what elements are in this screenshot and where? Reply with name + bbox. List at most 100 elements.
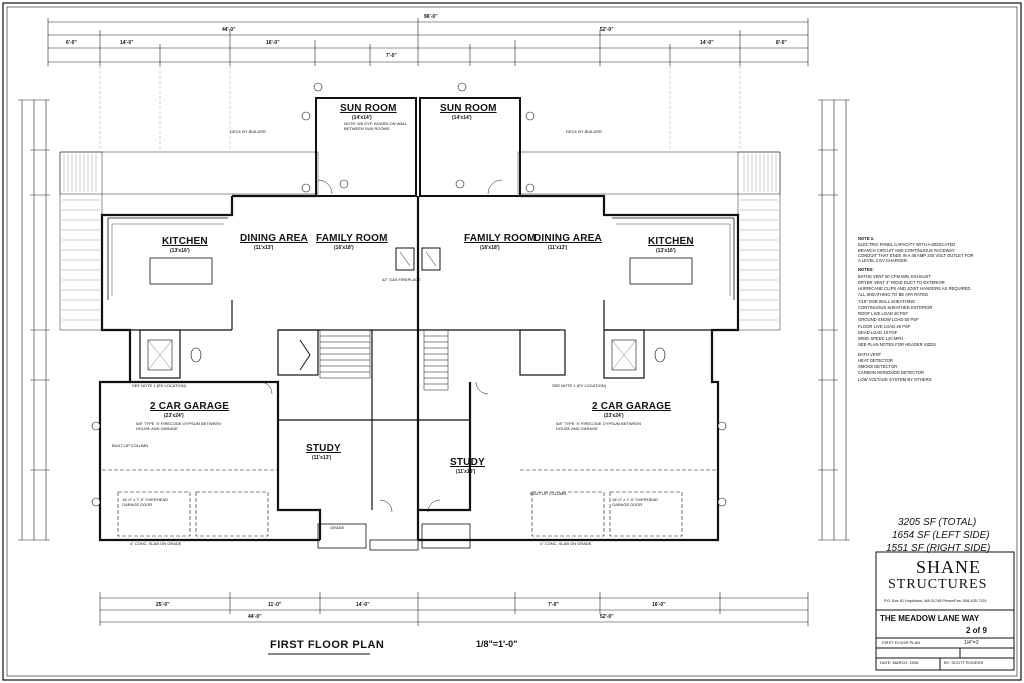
left-study-dim: (11'x13') [312, 455, 332, 461]
entry-steps [317, 523, 471, 551]
note-item: BATHS VENT 50 CFM MIN. EXHAUST [858, 273, 931, 279]
kitchen-islands [107, 217, 735, 300]
fireplaces [395, 247, 441, 271]
note-item: DRYER VENT 4" RIGID DUCT TO EXTERIOR [858, 279, 945, 285]
left-dining-dim: (11'x13') [254, 245, 274, 251]
right-family-label: FAMILY ROOM [464, 233, 536, 244]
left-slab-note: 4" CONC. SLAB ON GRADE [130, 541, 182, 546]
dim-bottom-right: 52'-0" [600, 614, 614, 620]
right-unit-walls [418, 194, 740, 542]
fireplace-note: 42" GAS FIREPLACE [382, 277, 421, 282]
dim-top-f: 8'-0" [776, 40, 787, 46]
sheet-title: FIRST FLOOR PLAN [882, 640, 920, 645]
left-deck-note: DECK BY BUILDER [230, 129, 266, 134]
right-dimension-lines [818, 99, 850, 541]
right-garage-door-note: 16'-0" x 7'-0" OVERHEAD GARAGE DOOR [612, 497, 658, 507]
dim-left-width: 44'-0" [222, 27, 236, 33]
left-garage-door-note: 16'-0" x 7'-0" OVERHEAD GARAGE DOOR [122, 497, 168, 507]
right-dining-dim: (11'x13') [548, 245, 568, 251]
right-column-note: BUILT-UP COLUMN [530, 491, 567, 496]
right-dining-label: DINING AREA [534, 233, 602, 244]
right-garage-separation-note: 5/8" TYPE 'X' FIRECODE GYPSUM BETWEEN HO… [556, 421, 641, 431]
dim-bottom-e: 16'-0" [652, 602, 666, 608]
left-garage-separation-note: 5/8" TYPE 'X' FIRECODE GYPSUM BETWEEN HO… [136, 421, 221, 431]
right-garage-ev-note: SEE NOTE 1 (EV LOCATION) [552, 383, 606, 388]
area-total: 3205 SF (TOTAL) [898, 517, 977, 528]
company-name: SHANE [916, 557, 982, 577]
title-block-frame [875, 551, 1015, 671]
sheet-scale: 1/4"=1' [964, 640, 980, 646]
right-sun-room-dim: (14'x14') [452, 115, 472, 121]
bottom-dimension-lines [99, 592, 809, 626]
note-item: DEAD LOAD 10 PSF [858, 329, 898, 335]
note1-title: NOTE 1: [858, 236, 875, 241]
left-kitchen-dim: (13'x16') [170, 248, 190, 254]
left-family-dim: (16'x18') [334, 245, 354, 251]
company-name-2: STRUCTURES [888, 577, 988, 592]
dim-bottom-left: 44'-0" [248, 614, 262, 620]
area-left: 1654 SF (LEFT SIDE) [892, 530, 990, 541]
garage-doors [102, 469, 716, 537]
right-garage-dim: (23'x24') [604, 413, 624, 419]
left-column-note: BUILT-UP COLUMN [112, 443, 149, 448]
right-family-dim: (16'x18') [480, 245, 500, 251]
dim-bottom-b: 11'-0" [268, 602, 282, 608]
sheet-number: 2 of 9 [966, 626, 987, 635]
note-item: FLOOR LIVE LOAD 40 PSF [858, 323, 911, 329]
company-address: P.O. Box 81 Hopkinton, MA 01748 Phone/Fa… [884, 599, 987, 603]
sun-room-note: NOTE: 5/8 GYP. BOARD ON WALL BETWEEN SUN… [344, 121, 408, 131]
left-family-label: FAMILY ROOM [316, 233, 388, 244]
project-name: THE MEADOW LANE WAY [880, 614, 980, 623]
sun-room-walls [315, 97, 521, 197]
dim-top-e: 7'-0" [386, 53, 397, 59]
note-item: HURRICANE CLIPS AND JOIST HANGERS AS REQ… [858, 286, 971, 291]
bath-fixtures [147, 339, 666, 371]
right-kitchen-dim: (13'x16') [656, 248, 676, 254]
legend-item: BATH VENT [858, 351, 882, 357]
left-dimension-lines [18, 99, 50, 541]
left-garage-label: 2 CAR GARAGE [150, 401, 230, 412]
left-kitchen-label: KITCHEN [162, 236, 208, 247]
dim-bottom-d: 7'-0" [548, 602, 559, 608]
dim-overall: 96'-0" [424, 14, 438, 20]
note1-text: ELECTRIC PANEL CAPACITY WITH A DEDICATED… [858, 242, 974, 263]
dim-right-width: 52'-0" [600, 27, 614, 33]
general-notes: NOTE 1: ELECTRIC PANEL CAPACITY WITH A D… [858, 236, 974, 383]
deck-hatching [62, 154, 778, 321]
plan-scale: 1/8"=1'-0" [476, 639, 518, 649]
right-study-dim: (11'x13') [456, 469, 476, 475]
dim-top-a: 14'-0" [120, 40, 134, 46]
legend-item: SMOKE DETECTOR [858, 364, 898, 369]
right-slab-note: 4" CONC. SLAB ON GRADE [540, 541, 592, 546]
right-kitchen-label: KITCHEN [648, 236, 694, 247]
area-right: 1551 SF (RIGHT SIDE) [886, 543, 991, 554]
right-deck-note: DECK BY BUILDER [566, 129, 602, 134]
note-item: GROUND SNOW LOAD 50 PSF [858, 317, 919, 323]
top-dimension-lines [47, 18, 809, 66]
plan-title: FIRST FLOOR PLAN [270, 639, 385, 651]
stairs [299, 329, 449, 391]
left-study-label: STUDY [306, 443, 341, 454]
dim-top-d: 6'-0" [66, 40, 77, 46]
dim-bottom-a: 25'-0" [156, 602, 170, 608]
legend-item: CARBON MONOXIDE DETECTOR [858, 370, 924, 376]
dim-bottom-c: 14'-0" [356, 602, 370, 608]
left-garage-dim: (23'x24') [164, 413, 184, 419]
note-item: ROOF LIVE LOAD 20 PSF [858, 311, 909, 316]
left-dining-label: DINING AREA [240, 233, 308, 244]
column-tags [91, 82, 727, 507]
right-study-label: STUDY [450, 457, 485, 468]
sheet-drawn-by: BY: SCOTT ROGERS [944, 660, 984, 665]
left-sun-room-label: SUN ROOM [340, 103, 397, 114]
dim-top-c: 14'-0" [700, 40, 714, 46]
door-swings [259, 179, 503, 513]
grade-note: GRADE [330, 525, 345, 530]
note-item: CONTINUOUS SHEATHED EXTERIOR [858, 304, 933, 310]
right-garage-label: 2 CAR GARAGE [592, 401, 672, 412]
grid-lines [99, 66, 741, 150]
sheet-date: DATE: MARCH, 2006 [880, 660, 919, 665]
legend-item: LOW VOLTAGE SYSTEM BY OTHERS [858, 376, 932, 382]
notes-title: NOTES: [858, 267, 874, 273]
dim-top-b: 16'-0" [266, 40, 280, 46]
